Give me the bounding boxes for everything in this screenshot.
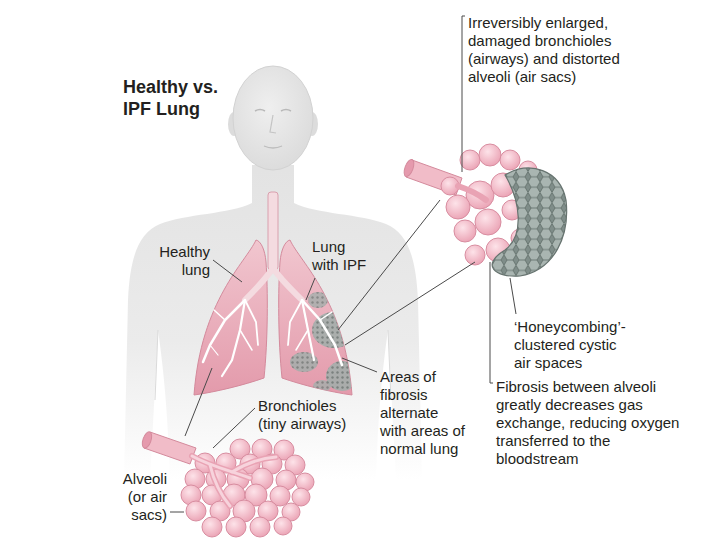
leader-lines [170,16,516,512]
leader-lines [306,278,315,300]
bronchial-tree [320,312,332,320]
ipf-alveoli-inset [446,195,470,219]
leader-lines [510,278,516,314]
leader-lines [345,262,475,345]
healthy-alveoli-inset [192,456,276,506]
human-figure [270,115,276,133]
bronchial-tree [288,300,302,345]
healthy-alveoli-inset [232,457,276,472]
diagram-title: Healthy vs. IPF Lung [123,76,231,120]
leader-lines [462,16,465,172]
healthy-alveoli-inset [140,431,153,450]
bronchial-tree [240,330,252,350]
ipf-alveoli-inset [458,186,486,200]
ipf-alveoli-inset [460,150,480,170]
healthy-alveoli-inset [210,465,230,506]
callout-label: ‘Honeycombing’- clustered cystic air spa… [514,318,636,372]
bronchial-tree [203,300,342,376]
callout-label: Bronchioles (tiny airways) [258,397,362,433]
bronchial-tree [296,330,308,350]
healthy-alveoli-inset [226,517,246,537]
ipf-alveoli-inset [479,144,501,166]
callout-label: Fibrosis between alveoli greatly decreas… [496,378,686,468]
fibrosis-patches [308,292,328,308]
bronchial-tree [302,300,342,365]
human-figure [281,110,291,112]
healthy-alveoli-inset [192,456,276,506]
healthy-alveoli-inset [250,517,270,537]
lungs [194,192,358,395]
callout-label: Alveoli (or air sacs) [108,470,167,524]
bronchial-tree [214,310,225,320]
lungs [245,268,273,300]
leader-lines [342,358,377,372]
ipf-alveoli-inset [500,150,520,170]
human-figure [124,165,422,480]
human-figure [255,110,265,112]
healthy-alveoli-inset [181,439,314,537]
ipf-alveoli-inset [454,220,476,242]
leader-lines [185,368,212,436]
bronchial-tree [222,300,245,376]
bronchial-tree [210,345,218,355]
lungs [268,192,278,270]
callout-label: Lung with IPF [312,238,374,274]
ipf-alveoli-inset [492,168,566,276]
human-figure [264,146,282,148]
callout-label: Areas of fibrosis alternate with areas o… [380,368,468,458]
healthy-alveoli-inset [274,517,292,535]
human-figure [155,330,158,400]
ipf-alveoli-inset [402,158,416,178]
leader-lines [490,262,493,383]
human-figure [233,66,313,170]
ipf-alveoli-inset [406,160,462,195]
healthy-alveoli-inset [232,457,276,472]
fibrosis-patches [313,380,331,392]
callout-label: Healthy lung [146,243,210,279]
callout-label: Irreversibly enlarged, damaged bronchiol… [468,14,664,86]
ipf-alveoli-inset [475,209,501,235]
healthy-alveoli-inset [186,501,206,521]
bronchial-tree [245,300,258,345]
fibrosis-patches [290,292,358,392]
human-figure [124,66,422,480]
ipf-alveoli-inset [402,144,566,276]
leader-lines [170,512,184,513]
leader-lines [213,260,242,282]
lungs [273,268,302,300]
healthy-alveoli-inset [202,517,222,537]
leader-lines [213,408,255,448]
